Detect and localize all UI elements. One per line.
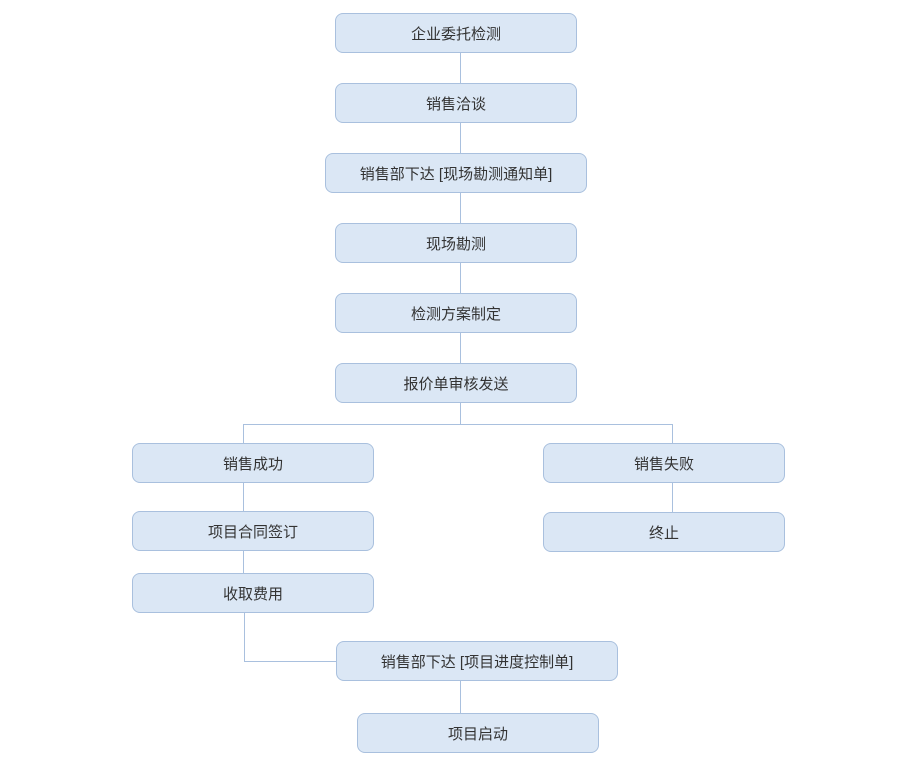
connector-line (460, 333, 461, 364)
connector-line (244, 613, 245, 662)
connector-line (243, 424, 244, 444)
connector-line (460, 403, 461, 425)
connector-line (460, 193, 461, 224)
connector-line (460, 424, 673, 425)
flow-node-n12[interactable]: 销售部下达 [项目进度控制单] (336, 641, 618, 681)
flow-node-n8[interactable]: 销售失败 (543, 443, 785, 483)
flow-node-n9[interactable]: 项目合同签订 (132, 511, 374, 551)
flow-node-n13[interactable]: 项目启动 (357, 713, 599, 753)
flow-node-n1[interactable]: 企业委托检测 (335, 13, 577, 53)
connector-line (672, 424, 673, 444)
flow-node-n10[interactable]: 终止 (543, 512, 785, 552)
connector-line (243, 551, 244, 574)
connector-line (243, 424, 461, 425)
flow-node-n4[interactable]: 现场勘测 (335, 223, 577, 263)
connector-line (243, 483, 244, 512)
connector-line (460, 681, 461, 714)
connector-line (244, 661, 337, 662)
flow-node-n3[interactable]: 销售部下达 [现场勘测通知单] (325, 153, 587, 193)
flow-node-n2[interactable]: 销售洽谈 (335, 83, 577, 123)
flow-node-n5[interactable]: 检测方案制定 (335, 293, 577, 333)
connector-line (460, 53, 461, 84)
connector-line (672, 483, 673, 513)
flow-node-n6[interactable]: 报价单审核发送 (335, 363, 577, 403)
flow-node-n7[interactable]: 销售成功 (132, 443, 374, 483)
connector-line (460, 123, 461, 154)
connector-line (460, 263, 461, 294)
flow-node-n11[interactable]: 收取费用 (132, 573, 374, 613)
